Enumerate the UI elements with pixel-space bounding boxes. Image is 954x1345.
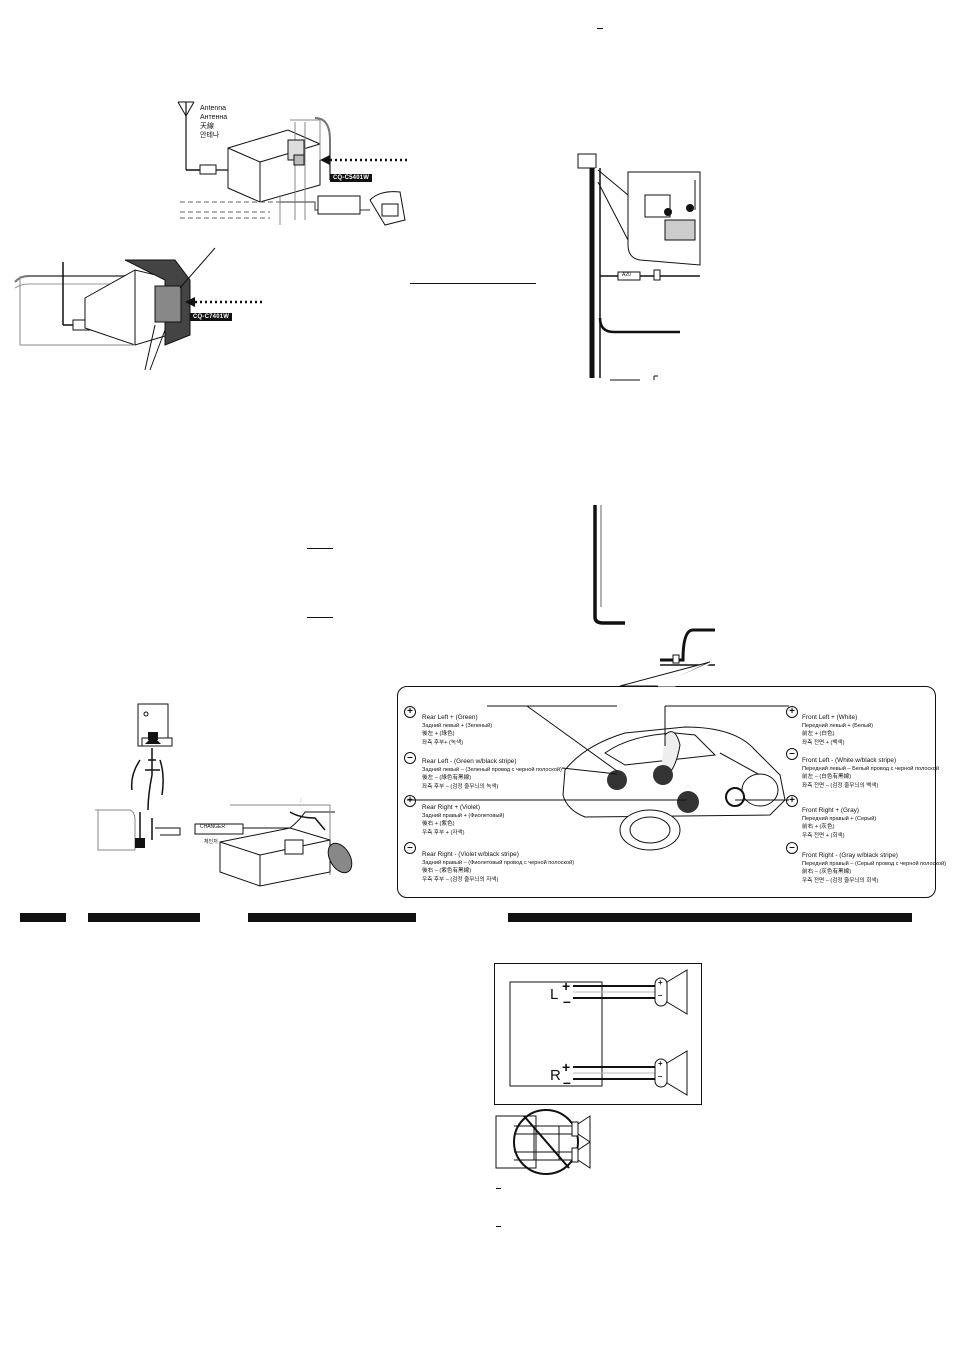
- changer-figure: CHANGER 체인저 :: [90, 700, 370, 887]
- divider-line: [307, 548, 333, 549]
- rear-left-plus-label: Rear Left + (Green) Задний левый + (Зеле…: [422, 714, 493, 746]
- minus-circle-icon: –: [786, 748, 798, 760]
- changer-note-mark: :: [300, 798, 302, 804]
- antenna-figure-lower: CQ-C7401W: [14, 240, 265, 375]
- divider-line: [496, 1188, 501, 1189]
- divider-line: [496, 1226, 501, 1227]
- minus-circle-icon: –: [786, 842, 798, 854]
- section-bar-4: [508, 913, 912, 922]
- changer-korean-label: 체인저: [204, 839, 218, 845]
- plus-circle-icon: +: [404, 706, 416, 718]
- speaker-icon: [654, 1050, 688, 1096]
- wiring-harness-figure: A20: [570, 150, 710, 385]
- wiring-harness-drawing: [577, 153, 701, 381]
- divider-line: [410, 283, 536, 284]
- head-unit-drawing: [14, 247, 265, 371]
- speaker-right-plus-term: +: [658, 1059, 663, 1068]
- antenna-label-en: Antenna: [200, 105, 227, 112]
- minus-circle-icon: –: [404, 842, 416, 854]
- front-right-plus-label: Front Right + (Gray) Передний правый + (…: [802, 807, 877, 839]
- changer-cable-label: CHANGER: [200, 824, 226, 830]
- prohibited-wiring-drawing: [495, 1109, 591, 1175]
- channel-left-plus: +: [562, 978, 571, 994]
- speaker-icon: [654, 969, 688, 1015]
- front-left-plus-label: Front Left + (White) Передний левый + (Б…: [802, 714, 873, 746]
- rear-right-plus-label: Rear Right + (Violet) Задний правый + (Ф…: [422, 804, 505, 836]
- divider-line: [597, 28, 603, 29]
- front-right-minus-label: Front Right - (Gray w/black stripe) Пере…: [802, 852, 946, 884]
- front-left-minus-label: Front Left - (White w/black stripe) Пере…: [802, 757, 939, 789]
- speaker-left-minus-term: –: [658, 991, 663, 1000]
- section-bar-2: [88, 913, 200, 922]
- antenna-label-ru: Антенна: [200, 114, 228, 121]
- section-bar-3: [248, 913, 416, 922]
- minus-circle-icon: –: [404, 752, 416, 764]
- speaker-right-minus-term: –: [658, 1072, 663, 1081]
- antenna-label-zh: 天線: [200, 123, 214, 130]
- harness-cable-lower: [593, 505, 715, 666]
- antenna-figure-upper: Antenna Антенна 天線 안테나 CQ-C5401W: [170, 100, 420, 235]
- antenna-wiring-drawing: [177, 101, 410, 226]
- divider-line: [307, 617, 333, 618]
- model-tag-upper: CQ-C5401W: [330, 174, 373, 182]
- antenna-label-ko: 안테나: [200, 132, 220, 139]
- channel-left-minus: –: [563, 993, 571, 1009]
- plus-circle-icon: +: [786, 795, 798, 807]
- channel-right-plus: +: [562, 1059, 571, 1075]
- changer-drawing: [95, 703, 353, 887]
- antenna-icon: [177, 101, 195, 170]
- channel-right-label: R: [550, 1067, 561, 1084]
- speaker-leader-lines: [407, 705, 789, 801]
- plus-circle-icon: +: [786, 706, 798, 718]
- speaker-left-plus-term: +: [658, 978, 663, 987]
- rear-left-minus-label: Rear Left - (Green w/black stripe) Задни…: [422, 758, 562, 790]
- channel-right-minus: –: [563, 1074, 571, 1090]
- fuse-label: A20: [622, 272, 631, 278]
- model-tag-lower: CQ-C7401W: [190, 313, 233, 321]
- channel-left-label: L: [550, 986, 559, 1003]
- speaker-wiring-diagram: L + – R + – + – + –: [494, 963, 702, 1105]
- section-bar-1: [20, 913, 66, 922]
- speaker-wiring-drawing: [509, 969, 688, 1096]
- plus-circle-icon: +: [404, 795, 416, 807]
- callout-pointer: [619, 661, 713, 687]
- rear-right-minus-label: Rear Right - (Violet w/black stripe) Зад…: [422, 851, 575, 883]
